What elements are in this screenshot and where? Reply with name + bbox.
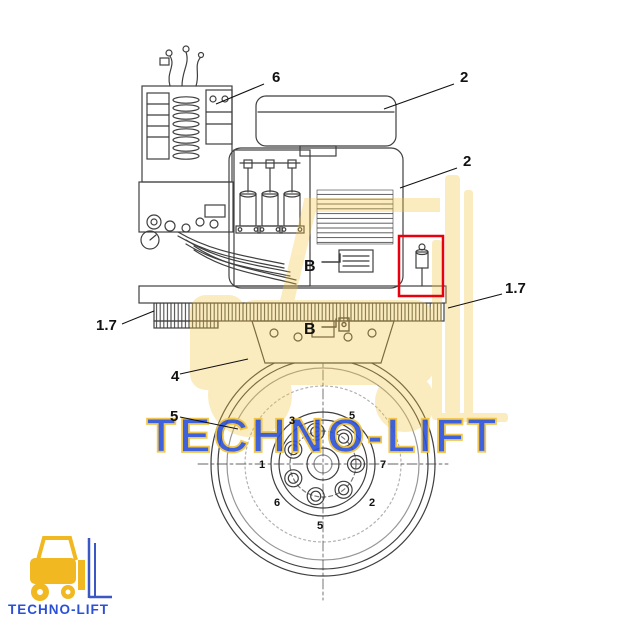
callout-2-top-label: 2 [460, 69, 468, 86]
leader-4 [179, 358, 249, 375]
highlight-box [397, 234, 445, 298]
bolt-sequence-label: 2 [369, 497, 375, 509]
manifold-cylinder [235, 159, 261, 234]
section-b-upper-label: B [304, 258, 316, 275]
footer-brand-text: TECHNO-LIFT [8, 602, 109, 617]
name-plate [338, 249, 374, 273]
section-markers [321, 253, 350, 332]
bolt-sequence-label: 5 [349, 410, 355, 422]
hydraulic-manifold [233, 149, 311, 287]
manifold-cylinder [279, 159, 305, 234]
wheel-bolt [334, 429, 353, 448]
callout-17-right-label: 1.7 [505, 280, 526, 297]
pump-unit [138, 181, 234, 250]
motor-top-cover [255, 95, 397, 147]
footer-forklift-icon [30, 536, 112, 601]
motor-housing [228, 95, 429, 289]
wheel-bolt [284, 440, 303, 459]
breather-fitting [415, 243, 429, 287]
watermark-forklift [190, 175, 508, 437]
callouts: 6 2 2 1.7 1.7 4 5 B B 1 7 3 5 6 2 5 [96, 69, 526, 532]
bolt-sequence-label: 5 [317, 520, 323, 532]
machine-drawing [138, 45, 449, 601]
callout-4-label: 4 [171, 368, 180, 385]
wiring-cables [159, 45, 205, 87]
manifold-cylinder [257, 159, 283, 234]
leader-17-right [447, 293, 503, 309]
motor-body [228, 147, 404, 289]
wheel-bolt [284, 469, 303, 488]
wheel-bolt [306, 487, 325, 506]
bolt-sequence-label: 3 [289, 415, 295, 427]
vent-slats [316, 189, 394, 245]
callout-17-left-label: 1.7 [96, 317, 117, 334]
spring-coil [172, 96, 200, 160]
watermark: TECHNO-LIFT [146, 175, 508, 464]
bolt-sequence-label: 7 [380, 459, 386, 471]
hydraulic-hoses [177, 231, 297, 285]
bolt-sequence-label: 1 [259, 459, 265, 471]
section-b-lower-label: B [304, 321, 316, 338]
footer-logo: TECHNO-LIFT [8, 536, 112, 617]
watermark-brand-text: TECHNO-LIFT [147, 410, 500, 463]
leader-2-mid [399, 167, 458, 189]
callout-6-label: 6 [272, 69, 280, 86]
bolt-sequence-label: 6 [274, 497, 280, 509]
leader-2-top [383, 83, 455, 110]
leader-6 [215, 83, 265, 105]
callout-2-mid-label: 2 [463, 153, 471, 170]
wheel-bolt [306, 422, 325, 441]
leader-17-left [121, 310, 155, 325]
callout-5-label: 5 [170, 408, 178, 425]
leader-5 [179, 416, 239, 430]
bolt-sequence-labels: 1 7 3 5 6 2 5 [259, 410, 386, 532]
wheel-bolt [334, 480, 353, 499]
